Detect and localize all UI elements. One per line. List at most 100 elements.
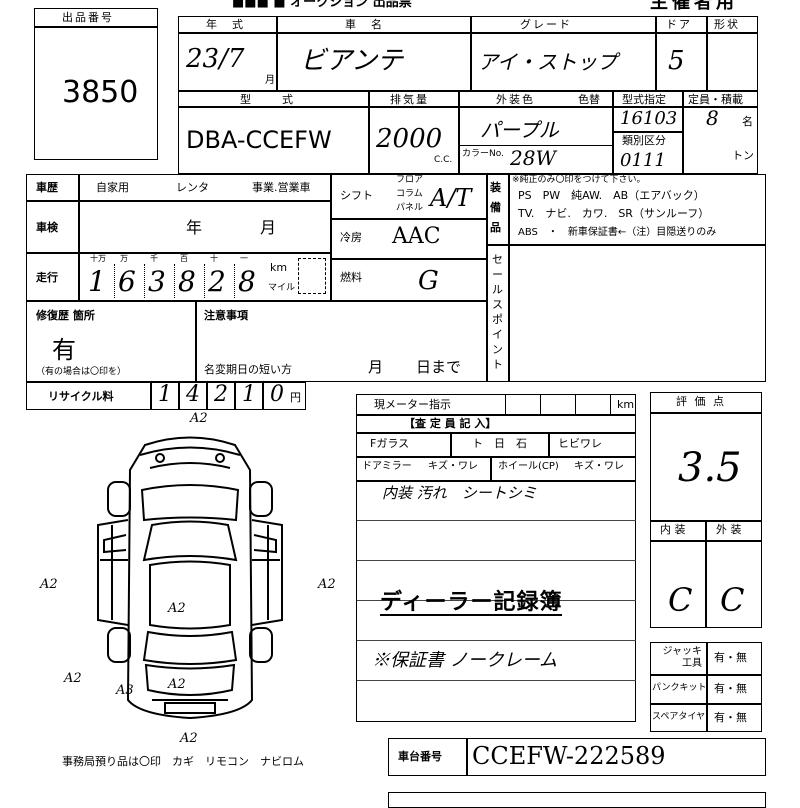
damage-mark: A2: [167, 677, 186, 692]
recycle-digit: 1: [242, 382, 256, 407]
name-change-month: 月: [368, 358, 384, 376]
exterior-color-value: パープル: [480, 118, 559, 142]
mileage-digit: 6: [118, 265, 136, 298]
jack-value[interactable]: 有・無: [714, 651, 747, 664]
history-rental[interactable]: レンタ: [176, 181, 209, 194]
mileage-place-label: 千: [150, 254, 158, 263]
capacity-unit: 名: [742, 115, 753, 128]
recycle-unit: 円: [290, 391, 301, 404]
sales-point-label: セールスポイント: [492, 253, 503, 371]
wheel-label: ホイール(CP): [498, 461, 559, 472]
ac-label: 冷房: [340, 231, 362, 244]
rating-label: 評 価 点: [676, 395, 726, 408]
spare-tire-value[interactable]: 有・無: [714, 711, 747, 724]
inspector-title: 【査 定 員 記 入】: [404, 417, 497, 430]
grade-label: グレード: [520, 18, 572, 31]
chassis-value: CCEFW-222589: [472, 742, 666, 770]
chassis-label: 車台番号: [398, 750, 442, 763]
history-label: 車歴: [36, 181, 58, 194]
inspection-month-unit: 月: [260, 218, 277, 237]
recycle-digit: 0: [270, 382, 284, 407]
inspection-label: 車検: [36, 221, 58, 234]
form-corner-label: 主催者用: [650, 0, 738, 13]
fuel-label: 燃料: [340, 271, 362, 284]
type-designation-label: 型式指定: [622, 93, 666, 106]
mileage-digit: 2: [208, 265, 226, 298]
shift-column[interactable]: コラム: [396, 189, 423, 199]
recycle-box: [26, 382, 306, 410]
name-change-label: 名変期日の短い方: [204, 363, 292, 376]
shift-value: A/T: [430, 184, 472, 212]
meter-label: 現メーター指示: [374, 398, 451, 411]
exterior-rating: C: [720, 581, 745, 619]
shift-panel[interactable]: パネル: [396, 203, 424, 213]
damage-mark: A2: [189, 411, 208, 426]
shift-floor[interactable]: フロア: [396, 175, 424, 185]
mileage-place-label: 十: [210, 254, 218, 263]
damage-mark: A2: [167, 601, 186, 616]
crack-label[interactable]: ヒビワレ: [558, 437, 602, 450]
year-value: 23/7: [186, 44, 245, 74]
category-value: 0111: [620, 150, 666, 171]
equipment-row2[interactable]: TV. ナビ. カワ. SR（サンルーフ）: [518, 207, 710, 220]
interior-label: 内 装: [660, 523, 686, 536]
inspector-box: [356, 394, 636, 722]
name-change-day: 日まで: [416, 358, 462, 376]
door-mirror-label: ドアミラー: [362, 461, 412, 472]
meter-unit: km: [617, 398, 635, 411]
puncture-kit-value[interactable]: 有・無: [714, 682, 747, 695]
damage-mark: A2: [39, 577, 58, 592]
capacity-label: 定員・積載: [688, 93, 743, 106]
mileage-digit: 1: [88, 265, 106, 298]
wheel-value[interactable]: キズ・ワレ: [574, 461, 624, 472]
inspection-year-unit: 年: [186, 218, 203, 237]
equipment-row3[interactable]: ABS ・ 新車保証書←（注）目隠送りのみ: [518, 227, 717, 238]
history-private[interactable]: 自家用: [96, 181, 129, 194]
door-mirror-value[interactable]: キズ・ワレ: [428, 461, 478, 472]
recycle-digit: 2: [214, 382, 228, 407]
mile-checkbox[interactable]: [298, 258, 326, 294]
car-name-value: ビアンテ: [300, 46, 403, 76]
dealer-record-stamp: ディーラー記録簿: [380, 590, 563, 616]
color-no-label: カラーNo.: [462, 149, 504, 159]
mileage-place-label: 万: [120, 254, 128, 263]
exterior-label: 外 装: [716, 523, 742, 536]
chassis-box: [388, 738, 766, 776]
mileage-label: 走行: [36, 271, 58, 284]
color-no-value: 28W: [510, 146, 557, 170]
repair-history-note: （有の場合は〇印を）: [36, 367, 127, 377]
ac-value: AAC: [392, 224, 441, 249]
equipment-row1[interactable]: PS PW 純AW. AB（エアバック）: [518, 189, 705, 202]
lot-number-label: 出品番号: [62, 11, 114, 24]
capacity-value: 8: [706, 106, 719, 130]
model-value: DBA-CCEFW: [186, 126, 332, 154]
history-commercial[interactable]: 事業.営業車: [252, 181, 311, 194]
mileage-digit: 8: [178, 265, 196, 298]
history-block: [26, 174, 766, 382]
vehicle-info-box: [178, 16, 758, 174]
repair-history-label: 修復歴 箇所: [36, 309, 95, 322]
load-unit: トン: [732, 149, 754, 162]
rating-score: 3.5: [678, 445, 742, 491]
equipment-label: 装備品: [490, 181, 501, 234]
exterior-color-label: 外装色: [496, 93, 535, 106]
type-designation-value: 16103: [620, 108, 678, 129]
car-name-label: 車 名: [345, 18, 384, 31]
repair-history-value: 有: [52, 336, 76, 364]
km-label: km: [270, 261, 288, 274]
glass-value[interactable]: ト 日 石: [472, 437, 527, 450]
form-title: ■■■ ■ オークション 出品票: [232, 0, 412, 10]
damage-mark: A2: [179, 731, 198, 746]
mileage-digit: 3: [148, 265, 166, 298]
body-shape-label: 形状: [714, 18, 740, 31]
glass-label: Fガラス: [370, 437, 410, 450]
displacement-label: 排気量: [390, 93, 429, 106]
caution-label: 注意事項: [204, 309, 248, 322]
equipment-note: ※純正のみ〇印をつけて下さい。: [512, 175, 646, 185]
grade-value: アイ・ストップ: [478, 50, 617, 74]
mile-label: マイル: [268, 283, 296, 293]
mileage-place-label: 百: [180, 254, 188, 263]
spare-tire-label: スペアタイヤ: [652, 712, 706, 722]
recycle-label: リサイクル料: [48, 390, 114, 403]
inspector-note-interior: 内装 汚れ シートシミ: [382, 484, 537, 502]
